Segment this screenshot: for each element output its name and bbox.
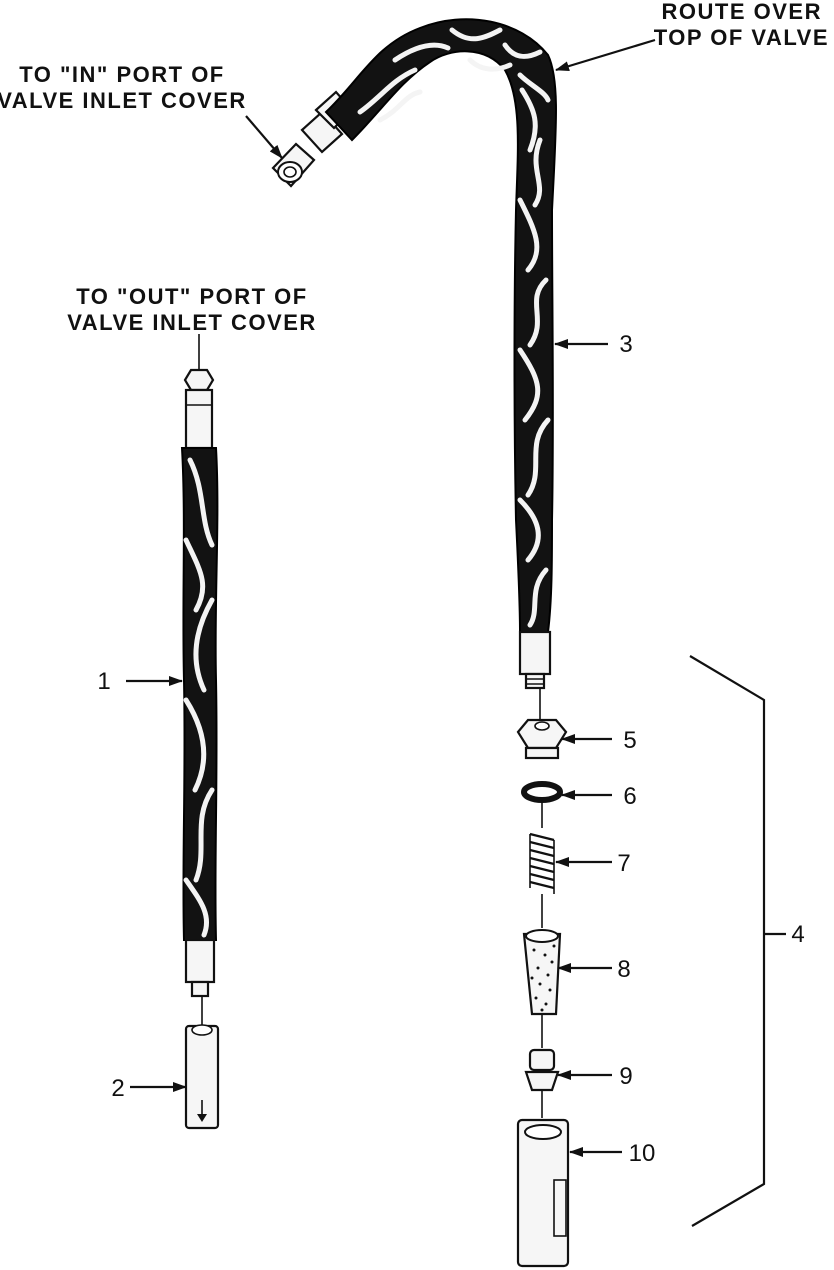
assembly-bracket: [689, 655, 766, 1227]
in-port-label-line2: VALVE INLET COVER: [0, 88, 247, 113]
out-port-label-line2: VALVE INLET COVER: [67, 310, 317, 335]
out-port-label: TO "OUT" PORT OF VALVE INLET COVER: [67, 284, 317, 335]
route-label-line1: ROUTE OVER: [662, 0, 822, 24]
callout-8: 8: [617, 956, 630, 983]
callout-3: 3: [619, 331, 632, 358]
callout-2: 2: [111, 1075, 124, 1102]
part-2-adapter: [184, 1024, 220, 1130]
callout-1: 1: [97, 668, 110, 695]
callout-10: 10: [629, 1140, 656, 1167]
hose-1: [180, 368, 219, 998]
part-7-spring: [529, 832, 555, 894]
part-8-filter: [522, 929, 562, 1016]
part-9-poppet: [524, 1048, 560, 1092]
route-label: ROUTE OVER TOP OF VALVE: [654, 0, 829, 50]
callout-5: 5: [623, 727, 636, 754]
hose-1-body: [180, 447, 219, 941]
out-port-label-line1: TO "OUT" PORT OF: [76, 284, 307, 309]
in-port-leader: [245, 115, 283, 159]
callout-9: 9: [619, 1063, 632, 1090]
callout-7: 7: [617, 850, 630, 877]
hose-1-top-fitting: [183, 368, 215, 450]
part-5-nut: [516, 718, 568, 760]
callout-4: 4: [791, 921, 804, 948]
hose-3-bottom-fitting: [518, 630, 552, 690]
part-6-oring: [521, 781, 563, 803]
hose-3: [271, 18, 557, 690]
hose-1-bottom-fitting: [184, 938, 216, 998]
part-10-body: [516, 1118, 570, 1268]
route-leader: [555, 38, 656, 72]
in-port-label: TO "IN" PORT OF VALVE INLET COVER: [0, 62, 247, 113]
route-label-line2: TOP OF VALVE: [654, 25, 829, 50]
in-port-label-line1: TO "IN" PORT OF: [19, 62, 225, 87]
callout-6: 6: [623, 783, 636, 810]
